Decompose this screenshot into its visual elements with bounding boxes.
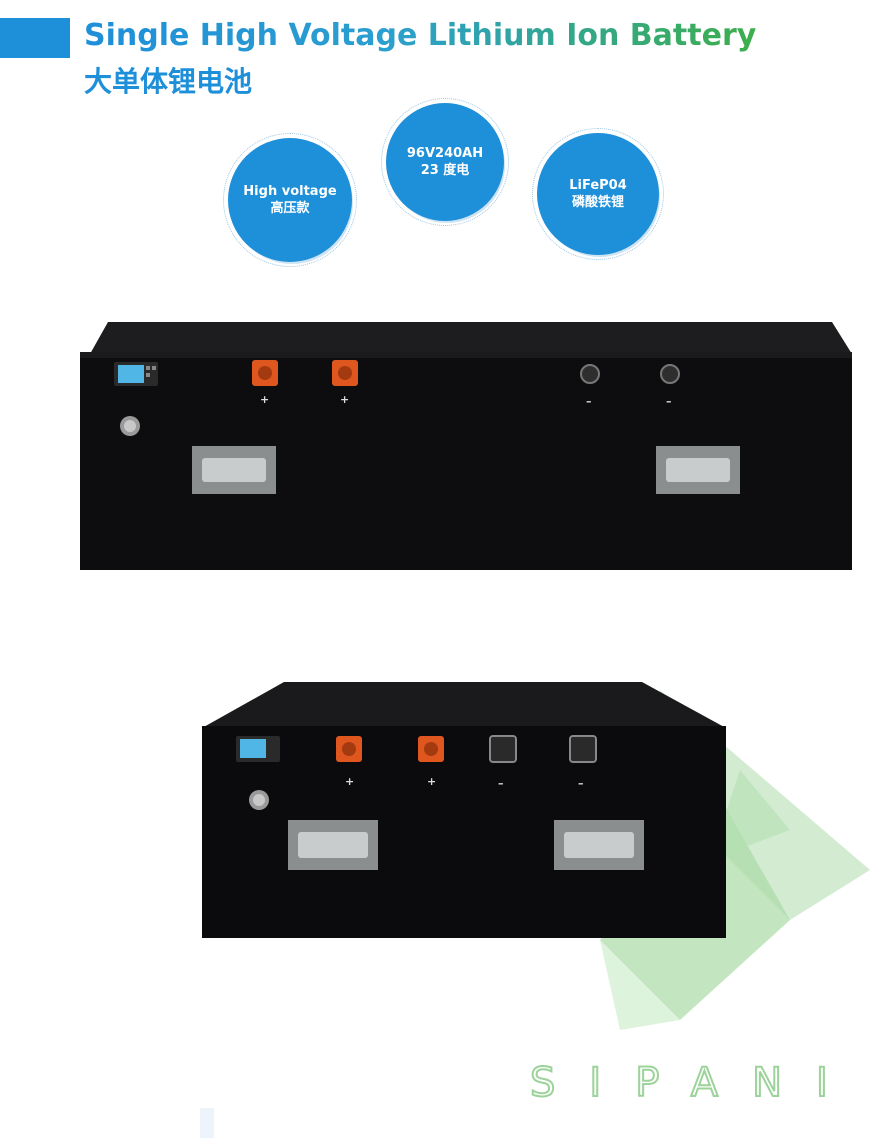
terminal-label: + [427, 775, 437, 788]
battery-angled-image [202, 682, 726, 938]
badge-chemistry: LiFeP04 磷酸铁锂 [532, 128, 664, 260]
badge-high-voltage: High voltage 高压款 [223, 133, 357, 267]
terminal-label: – [586, 395, 592, 408]
decorative-mark [200, 1108, 214, 1138]
badge-line2: 磷酸铁锂 [571, 195, 624, 210]
terminal-label: + [260, 393, 270, 406]
badge-capacity: 96V240AH 23 度电 [381, 98, 509, 226]
terminal-label: – [666, 395, 672, 408]
accent-bar [0, 18, 70, 58]
brand-wordmark: SIPANI [529, 1059, 862, 1107]
terminal-label: – [578, 777, 584, 790]
badge-line1: 96V240AH [406, 146, 484, 161]
page-title: Single High Voltage Lithium Ion Battery [84, 18, 757, 53]
badge-line1: LiFeP04 [569, 178, 627, 193]
badge-line1: High voltage [243, 184, 337, 199]
badge-line2: 高压款 [270, 201, 310, 216]
terminal-label: + [340, 393, 350, 406]
page-subtitle: 大单体锂电池 [84, 65, 253, 98]
battery-front-image [80, 322, 852, 570]
badge-line2: 23 度电 [420, 163, 470, 178]
terminal-label: – [498, 777, 504, 790]
terminal-label: + [345, 775, 355, 788]
